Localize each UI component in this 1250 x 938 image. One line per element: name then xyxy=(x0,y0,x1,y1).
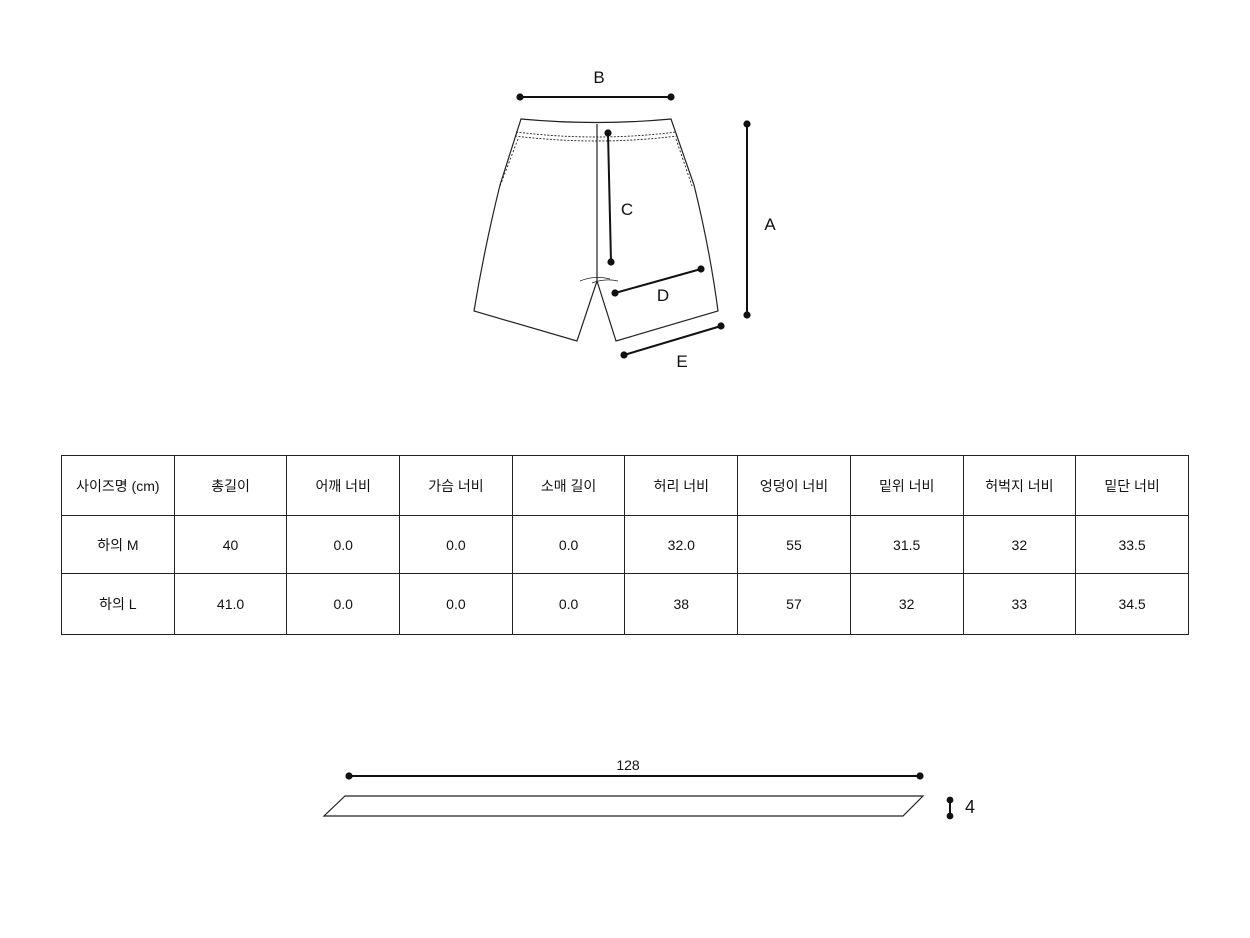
label-d: D xyxy=(657,286,669,305)
header-shoulder-width: 어깨 너비 xyxy=(286,455,401,516)
table-cell: 57 xyxy=(737,573,851,635)
table-cell: 32 xyxy=(962,515,1077,574)
measure-b xyxy=(516,93,675,101)
belt-width-label: 4 xyxy=(965,797,975,817)
waistband-stitch-2 xyxy=(514,135,678,142)
measure-c xyxy=(604,129,615,266)
size-table: 사이즈명 (cm) 총길이 어깨 너비 가슴 너비 소매 길이 허리 너비 엉덩… xyxy=(61,455,1189,635)
table-cell: 0.0 xyxy=(399,515,513,574)
table-cell: 31.5 xyxy=(849,515,964,574)
table-cell: 0.0 xyxy=(399,573,513,635)
table-cell: 33 xyxy=(962,573,1077,635)
belt-width-measure xyxy=(946,796,954,820)
header-sleeve-length: 소매 길이 xyxy=(511,455,626,516)
table-cell: 34.5 xyxy=(1075,573,1189,635)
measure-d xyxy=(611,265,705,297)
table-row: 하의 M 40 0.0 0.0 0.0 32.0 55 31.5 32 33.5 xyxy=(61,515,1189,574)
header-chest-width: 가슴 너비 xyxy=(399,455,513,516)
measure-a xyxy=(743,120,751,319)
header-size-name: 사이즈명 (cm) xyxy=(61,455,175,516)
table-cell: 하의 L xyxy=(61,573,175,635)
header-rise-width: 밑위 너비 xyxy=(849,455,964,516)
table-cell: 0.0 xyxy=(286,515,401,574)
header-thigh-width: 허벅지 너비 xyxy=(962,455,1077,516)
shorts-body xyxy=(473,118,719,342)
table-cell: 40 xyxy=(173,515,288,574)
table-cell: 하의 M xyxy=(61,515,175,574)
belt-strap xyxy=(322,795,925,817)
belt-length-measure xyxy=(345,772,924,780)
label-b: B xyxy=(593,68,604,87)
table-cell: 32 xyxy=(849,573,964,635)
table-cell: 55 xyxy=(737,515,851,574)
measure-e xyxy=(620,322,725,359)
table-cell: 41.0 xyxy=(173,573,288,635)
header-hem-width: 밑단 너비 xyxy=(1075,455,1189,516)
header-total-length: 총길이 xyxy=(173,455,288,516)
table-cell: 33.5 xyxy=(1075,515,1189,574)
table-cell: 0.0 xyxy=(511,573,626,635)
shorts-outline xyxy=(473,118,719,342)
table-cell: 0.0 xyxy=(511,515,626,574)
label-c: C xyxy=(621,200,633,219)
left-pocket-stitch xyxy=(499,138,519,187)
belt-length-label: 128 xyxy=(616,757,640,773)
shorts-diagram: A B C D E xyxy=(473,68,776,371)
belt-diagram: 128 4 xyxy=(322,757,975,820)
label-e: E xyxy=(676,352,687,371)
right-pocket-stitch xyxy=(675,138,693,187)
table-cell: 32.0 xyxy=(624,515,739,574)
table-cell: 38 xyxy=(624,573,739,635)
table-row: 하의 L 41.0 0.0 0.0 0.0 38 57 32 33 34.5 xyxy=(61,573,1189,635)
crotch-stitch xyxy=(579,277,619,284)
label-a: A xyxy=(764,215,776,234)
waistband-stitch-1 xyxy=(515,131,677,138)
header-hip-width: 엉덩이 너비 xyxy=(737,455,851,516)
header-waist-width: 허리 너비 xyxy=(624,455,739,516)
table-header-row: 사이즈명 (cm) 총길이 어깨 너비 가슴 너비 소매 길이 허리 너비 엉덩… xyxy=(61,455,1189,516)
table-cell: 0.0 xyxy=(286,573,401,635)
